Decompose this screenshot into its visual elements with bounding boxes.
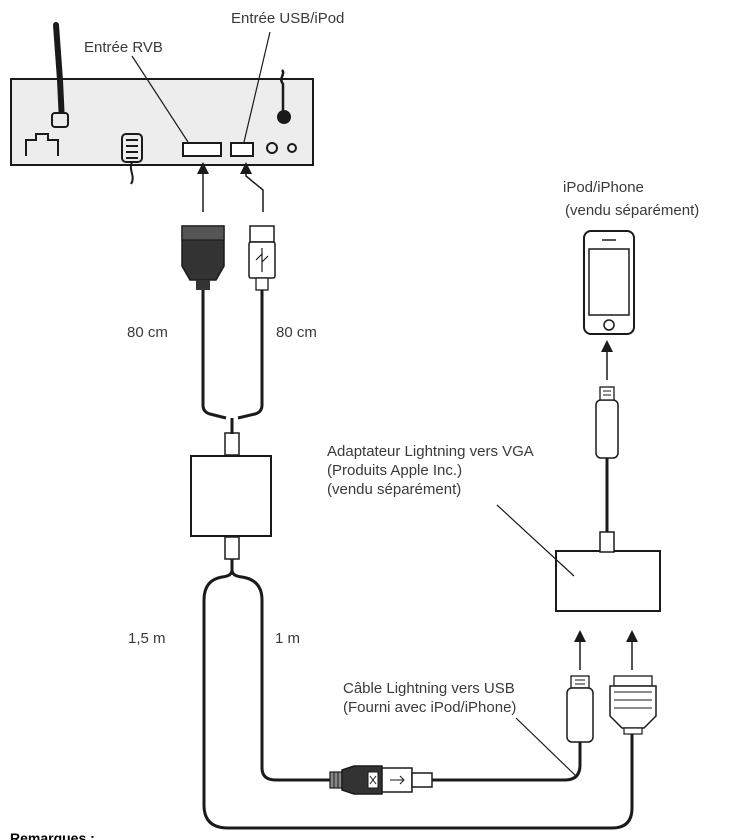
usb-port [230,142,254,157]
usb-extension-cable [230,569,330,782]
rgb-input-label: Entrée RVB [84,39,163,56]
arrow-to-adapter-lightning [574,630,586,670]
iphone-label-line2: (vendu séparément) [565,202,699,219]
iphone-icon [583,230,635,335]
antenna-wire [53,22,65,125]
length-short-label: 1 m [275,630,300,647]
length-long-label: 1,5 m [128,630,166,647]
arrow-to-rgb-port [197,162,209,212]
jack-icon-2 [287,143,297,153]
cable-right-length: 80 cm [276,324,317,341]
aux-knob [277,110,291,124]
arrow-to-iphone [601,340,613,380]
rgb-connector-icon [181,225,225,290]
arrow-to-usb-port [240,162,264,212]
usb-female-connector-icon [329,765,383,795]
adapter-label-line2: (Produits Apple Inc.) [327,462,462,479]
arrow-to-adapter-vga [626,630,638,670]
vga-cable-long [202,559,634,830]
lightning-usb-leader [515,717,577,777]
antenna-plug [51,112,69,128]
rgb-cable [201,290,227,420]
lightning-usb-label-line1: Câble Lightning vers USB [343,680,515,697]
usb-cable [237,290,264,420]
cable-left-length: 80 cm [127,324,168,341]
lightning-plug-top-icon [595,386,619,459]
lightning-plug-bottom-icon [566,675,594,743]
rgb-input-leader [131,55,189,143]
iphone-label-line1: iPod/iPhone [563,179,644,196]
lightning-usb-label-line2: (Fourni avec iPod/iPhone) [343,699,516,716]
usb-input-leader [243,31,271,143]
harness-connector-icon [121,133,143,185]
lightning-vga-adapter [555,531,661,612]
adapter-label-line1: Adaptateur Lightning vers VGA [327,443,534,460]
remarks-heading: Remarques : [10,830,95,840]
power-connector-icon [25,133,59,156]
adapter-label-line3: (vendu séparément) [327,481,461,498]
head-unit [10,22,314,185]
adapter-leader [496,504,575,577]
rgb-port [182,142,222,157]
usb-input-label: Entrée USB/iPod [231,10,344,27]
jack-icon-1 [266,142,278,154]
lightning-usb-plug-icon [381,767,433,793]
aux-wire [280,69,285,112]
interface-box [190,432,272,560]
usb-plug-icon [248,225,276,291]
lightning-usb-cable [432,742,582,782]
vga-connector-icon [609,675,657,735]
